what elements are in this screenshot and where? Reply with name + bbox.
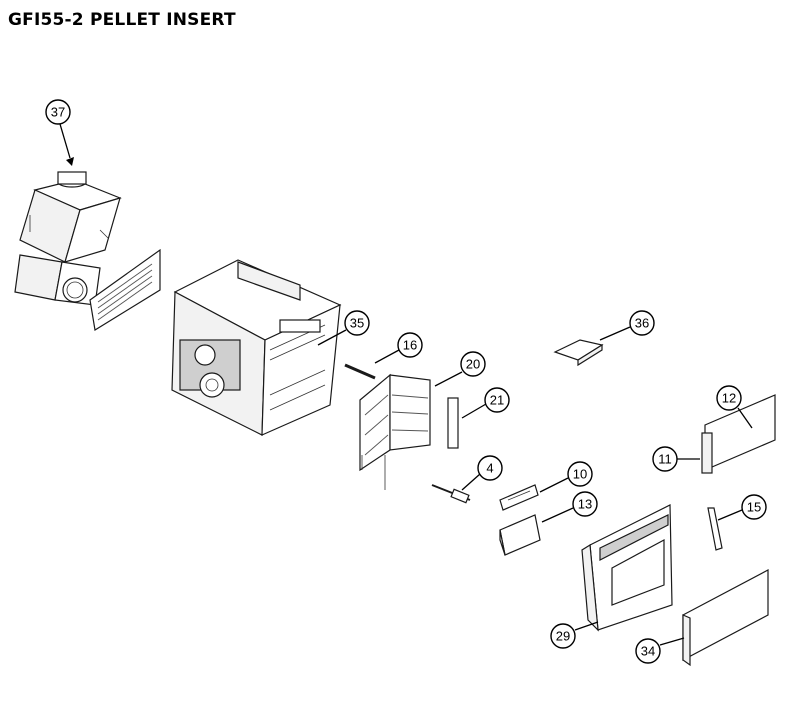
callout-37-label: 37 bbox=[51, 105, 65, 120]
callout-21: 21 bbox=[461, 387, 510, 419]
grille-plate bbox=[89, 248, 161, 331]
callout-29: 29 bbox=[550, 621, 599, 649]
callout-21-label: 21 bbox=[490, 393, 504, 408]
callout-15-label: 15 bbox=[747, 500, 761, 515]
part-20-brick-panels bbox=[359, 373, 431, 490]
callout-15: 15 bbox=[717, 494, 767, 521]
part-4-igniter bbox=[431, 484, 471, 504]
part-34-trim bbox=[682, 569, 769, 667]
callout-11-label: 11 bbox=[658, 452, 672, 467]
callout-11: 11 bbox=[652, 446, 700, 472]
callout-20: 20 bbox=[434, 351, 486, 387]
callout-29-label: 29 bbox=[556, 629, 570, 644]
part-21-bar bbox=[447, 397, 459, 449]
callout-13: 13 bbox=[541, 491, 598, 523]
part-29-front-frame bbox=[581, 504, 673, 632]
part-16-rod bbox=[344, 363, 376, 380]
part-15-handle bbox=[707, 507, 723, 551]
callout-37: 37 bbox=[45, 99, 74, 166]
callout-34: 34 bbox=[635, 637, 685, 664]
part-10-burn-pot-top bbox=[499, 484, 539, 511]
callout-35-label: 35 bbox=[350, 316, 364, 331]
callout-16: 16 bbox=[374, 332, 423, 364]
callout-10: 10 bbox=[539, 461, 593, 493]
main-body bbox=[171, 259, 342, 436]
callout-12-label: 12 bbox=[722, 391, 736, 406]
callout-12: 12 bbox=[716, 385, 753, 429]
callout-36-label: 36 bbox=[635, 316, 649, 331]
callout-13-label: 13 bbox=[578, 497, 592, 512]
diagram-title: GFI55-2 PELLET INSERT bbox=[8, 10, 236, 30]
callout-36: 36 bbox=[599, 310, 655, 341]
callout-20-label: 20 bbox=[466, 357, 480, 372]
part-37-duct-assembly bbox=[14, 171, 122, 306]
callout-10-label: 10 bbox=[573, 467, 587, 482]
callout-16-label: 16 bbox=[403, 338, 417, 353]
callout-34-label: 34 bbox=[641, 644, 655, 659]
part-11-strip bbox=[701, 432, 713, 474]
part-13-burn-pot bbox=[499, 514, 541, 556]
callout-35: 35 bbox=[317, 310, 370, 346]
callout-4-label: 4 bbox=[486, 461, 493, 476]
part-36-bracket bbox=[553, 339, 604, 367]
part-12-panel bbox=[704, 394, 776, 471]
callout-4: 4 bbox=[461, 455, 503, 491]
